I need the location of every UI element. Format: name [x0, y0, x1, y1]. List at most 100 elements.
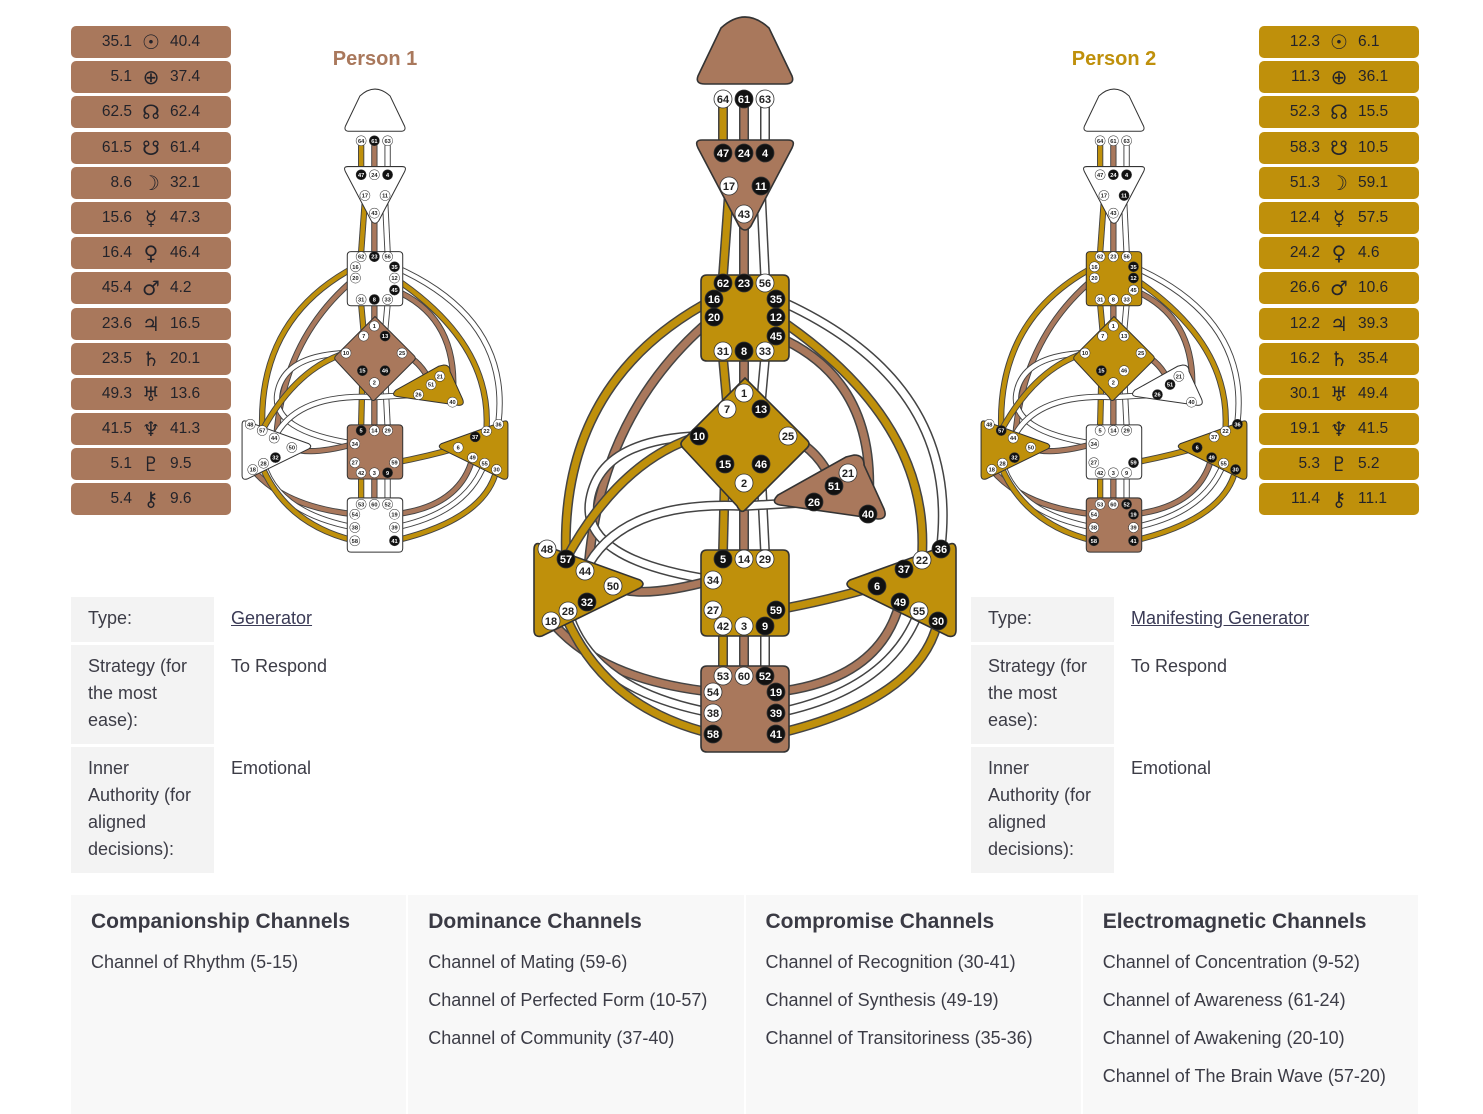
channel-fill — [394, 457, 475, 517]
design-gate: 52.3 — [1289, 103, 1320, 121]
sun-icon: ☉ — [142, 30, 160, 54]
gate-marker — [1088, 522, 1100, 533]
gate-label: 24 — [1110, 173, 1117, 179]
authority-label: Inner Authority (for aligned decisions): — [71, 747, 214, 876]
gate-label: 10 — [343, 351, 349, 357]
gate-marker — [369, 207, 380, 219]
gate-label: 9 — [762, 621, 768, 633]
gate-label: 2 — [1112, 381, 1115, 387]
gate-marker — [244, 418, 256, 430]
planet-row: 61.5☋61.4 — [71, 131, 231, 164]
personality-gate: 59.1 — [1358, 173, 1389, 191]
gate-marker — [413, 389, 424, 400]
gate-marker — [1118, 330, 1130, 342]
gate-marker — [382, 135, 393, 147]
gate-marker — [755, 616, 775, 636]
gate-label: 52 — [384, 502, 390, 508]
gate-label: 46 — [755, 459, 767, 471]
gate-marker — [1098, 190, 1110, 201]
gate-label: 26 — [808, 497, 820, 509]
personality-gate: 41.5 — [1358, 420, 1389, 438]
gate-label: 47 — [717, 148, 729, 160]
gate-label: 29 — [759, 554, 771, 566]
gate-label: 48 — [986, 422, 992, 428]
gate-label: 63 — [384, 139, 390, 145]
design-gate: 62.5 — [101, 103, 132, 121]
gate-marker — [1135, 347, 1147, 359]
gate-marker — [1121, 467, 1132, 479]
gate-marker — [717, 399, 737, 419]
gate-label: 39 — [770, 708, 782, 720]
gate-label: 50 — [1028, 446, 1034, 452]
gate-marker — [491, 464, 502, 475]
person1-info-table: Type: Generator Strategy (for the most e… — [71, 597, 511, 876]
gate-label: 19 — [391, 512, 397, 518]
gate-marker — [734, 89, 754, 109]
gate-marker — [1094, 294, 1106, 305]
gate-marker — [1186, 396, 1197, 408]
gate-marker — [541, 611, 561, 631]
authority-label: Inner Authority (for aligned decisions): — [971, 747, 1114, 876]
gate-label: 58 — [1091, 539, 1097, 545]
gate-label: 40 — [1188, 400, 1194, 406]
gate-label: 42 — [1097, 471, 1103, 477]
type-link[interactable]: Manifesting Generator — [1131, 608, 1310, 628]
gate-marker — [983, 418, 995, 430]
channel-fill — [1013, 350, 1095, 446]
channel-item: Channel of Community (37-40) — [428, 1028, 675, 1048]
gate-label: 22 — [483, 429, 489, 435]
personality-gate: 41.3 — [170, 420, 201, 438]
channel-fill — [274, 350, 356, 446]
north-node-icon: ☊ — [1330, 100, 1348, 125]
gate-label: 41 — [391, 539, 397, 545]
gate-marker — [340, 347, 352, 359]
gate-label: 15 — [1098, 369, 1104, 375]
gate-label: 18 — [989, 468, 995, 474]
channel-fill — [272, 392, 419, 440]
gate-label: 4 — [1125, 173, 1129, 179]
gate-marker — [751, 176, 771, 196]
type-row: Type: Manifesting Generator — [971, 597, 1411, 645]
gate-label: 62 — [358, 255, 364, 261]
gate-marker — [447, 396, 458, 408]
gate-marker — [703, 570, 723, 590]
gate-marker — [1128, 509, 1139, 520]
gate-marker — [577, 592, 597, 612]
gate-label: 28 — [562, 606, 574, 618]
design-gate: 5.4 — [110, 490, 132, 508]
gate-label: 61 — [738, 94, 750, 106]
gate-marker — [734, 473, 754, 493]
gate-marker — [1128, 522, 1139, 533]
gate-label: 19 — [770, 687, 782, 699]
gate-marker — [469, 431, 481, 443]
gate-label: 52 — [1123, 502, 1129, 508]
gate-marker — [713, 549, 733, 569]
personality-gate: 20.1 — [170, 349, 201, 367]
gate-label: 43 — [738, 209, 750, 221]
gate-marker — [755, 549, 775, 569]
gate-label: 5 — [720, 554, 726, 566]
gate-label: 46 — [1121, 369, 1127, 375]
gate-marker — [382, 498, 393, 510]
channel-fill — [1132, 264, 1241, 423]
gate-marker — [1009, 452, 1020, 463]
person1-title: Person 1 — [332, 48, 418, 70]
gate-marker — [379, 190, 391, 201]
gate-marker — [894, 559, 914, 579]
type-link[interactable]: Generator — [231, 608, 313, 628]
gate-label: 17 — [362, 194, 368, 200]
gate-marker — [355, 251, 367, 262]
gate-label: 4 — [762, 148, 769, 160]
gate-label: 61 — [371, 139, 377, 145]
gate-label: 48 — [247, 422, 253, 428]
gate-label: 13 — [382, 334, 388, 340]
design-gate: 12.4 — [1289, 208, 1320, 226]
gate-marker — [928, 611, 948, 631]
gate-label: 1 — [741, 388, 747, 400]
design-gate: 5.1 — [110, 68, 132, 86]
gate-marker — [479, 457, 490, 469]
gate-marker — [751, 399, 771, 419]
gate-label: 44 — [579, 566, 592, 578]
gate-label: 20 — [1091, 276, 1097, 282]
gate-marker — [1088, 535, 1100, 547]
